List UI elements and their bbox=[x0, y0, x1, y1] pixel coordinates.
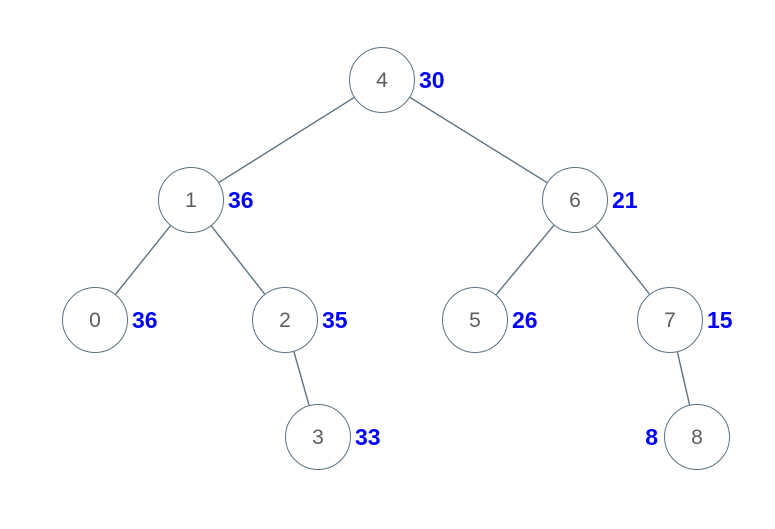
tree-edge-6-5 bbox=[495, 224, 555, 296]
tree-node-value-3: 33 bbox=[355, 424, 381, 450]
tree-node-1[interactable]: 1 bbox=[158, 167, 224, 233]
tree-node-0[interactable]: 0 bbox=[62, 287, 128, 353]
tree-node-value-6: 21 bbox=[612, 187, 638, 213]
tree-node-8[interactable]: 8 bbox=[664, 404, 730, 470]
tree-edge-4-6 bbox=[409, 96, 548, 184]
tree-node-value-4: 30 bbox=[419, 67, 445, 93]
tree-node-label-6: 6 bbox=[569, 188, 581, 212]
tree-node-value-8: 8 bbox=[645, 424, 658, 450]
tree-node-7[interactable]: 7 bbox=[637, 287, 703, 353]
tree-edge-1-2 bbox=[210, 225, 266, 295]
tree-edge-2-3 bbox=[293, 351, 310, 406]
tree-node-3[interactable]: 3 bbox=[285, 404, 351, 470]
tree-node-label-2: 2 bbox=[279, 308, 291, 332]
tree-node-value-0: 36 bbox=[132, 307, 158, 333]
tree-node-label-1: 1 bbox=[185, 188, 197, 212]
tree-edge-1-0 bbox=[115, 225, 171, 295]
tree-node-value-5: 26 bbox=[512, 307, 538, 333]
tree-node-value-1: 36 bbox=[228, 187, 254, 213]
tree-node-label-8: 8 bbox=[691, 425, 703, 449]
tree-node-label-4: 4 bbox=[376, 68, 388, 92]
tree-node-label-7: 7 bbox=[664, 308, 676, 332]
tree-node-6[interactable]: 6 bbox=[542, 167, 608, 233]
tree-node-2[interactable]: 2 bbox=[252, 287, 318, 353]
tree-node-4[interactable]: 4 bbox=[349, 47, 415, 113]
tree-node-value-7: 15 bbox=[707, 307, 733, 333]
tree-node-5[interactable]: 5 bbox=[442, 287, 508, 353]
tree-node-label-0: 0 bbox=[89, 308, 101, 332]
tree-node-label-5: 5 bbox=[469, 308, 481, 332]
tree-edge-4-1 bbox=[218, 96, 355, 184]
tree-edge-7-8 bbox=[676, 351, 691, 406]
tree-edge-6-7 bbox=[594, 225, 651, 295]
tree-node-label-3: 3 bbox=[312, 425, 324, 449]
tree-node-value-2: 35 bbox=[322, 307, 348, 333]
